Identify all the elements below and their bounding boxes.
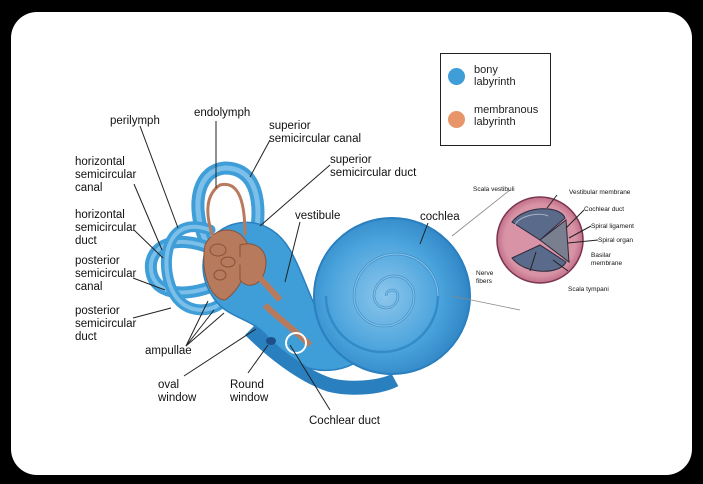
label-spiral-organ: Spiral organ	[598, 237, 633, 245]
cochlea-shape	[314, 218, 470, 374]
label-nerve-fibers: Nerve fibers	[476, 270, 493, 285]
label-horizontal-duct: horizontal semicircular duct	[75, 209, 136, 248]
diagram-card: bony labyrinth membranous labyrinth peri…	[11, 12, 692, 475]
legend-box: bony labyrinth membranous labyrinth	[440, 53, 551, 146]
label-vestibule: vestibule	[295, 210, 340, 223]
label-superior-duct: superior semicircular duct	[330, 154, 416, 180]
label-horizontal-canal: horizontal semicircular canal	[75, 156, 136, 195]
label-perilymph: perilymph	[110, 115, 160, 128]
label-vestibular-membrane: Vestibular membrane	[569, 189, 630, 197]
bony-labyrinth-swatch	[448, 68, 465, 85]
legend-membranous-label: membranous labyrinth	[474, 104, 538, 128]
label-oval-window: oval window	[158, 379, 196, 405]
cochlea-cross-section	[452, 190, 583, 310]
label-basilar-membrane: Basilar membrane	[591, 252, 622, 267]
legend-bony-label: bony labyrinth	[474, 64, 516, 88]
label-scala-tympani: Scala tympani	[568, 286, 609, 294]
label-spiral-ligament: Spiral ligament	[591, 223, 634, 231]
label-superior-canal: superior semicircular canal	[269, 120, 361, 146]
label-posterior-canal: posterior semicircular canal	[75, 255, 136, 294]
round-window-shape	[266, 337, 276, 345]
label-round-window: Round window	[230, 379, 268, 405]
membranous-labyrinth-swatch	[448, 111, 465, 128]
label-posterior-duct: posterior semicircular duct	[75, 305, 136, 344]
label-cochlea: cochlea	[420, 211, 460, 224]
label-cochlear-duct: Cochlear duct	[309, 415, 380, 428]
label-cross-cochlear-duct: Cochlear duct	[584, 206, 624, 214]
label-scala-vestibuli: Scala vestibuli	[473, 186, 515, 194]
label-endolymph: endolymph	[194, 107, 250, 120]
label-ampullae: ampullae	[145, 345, 192, 358]
